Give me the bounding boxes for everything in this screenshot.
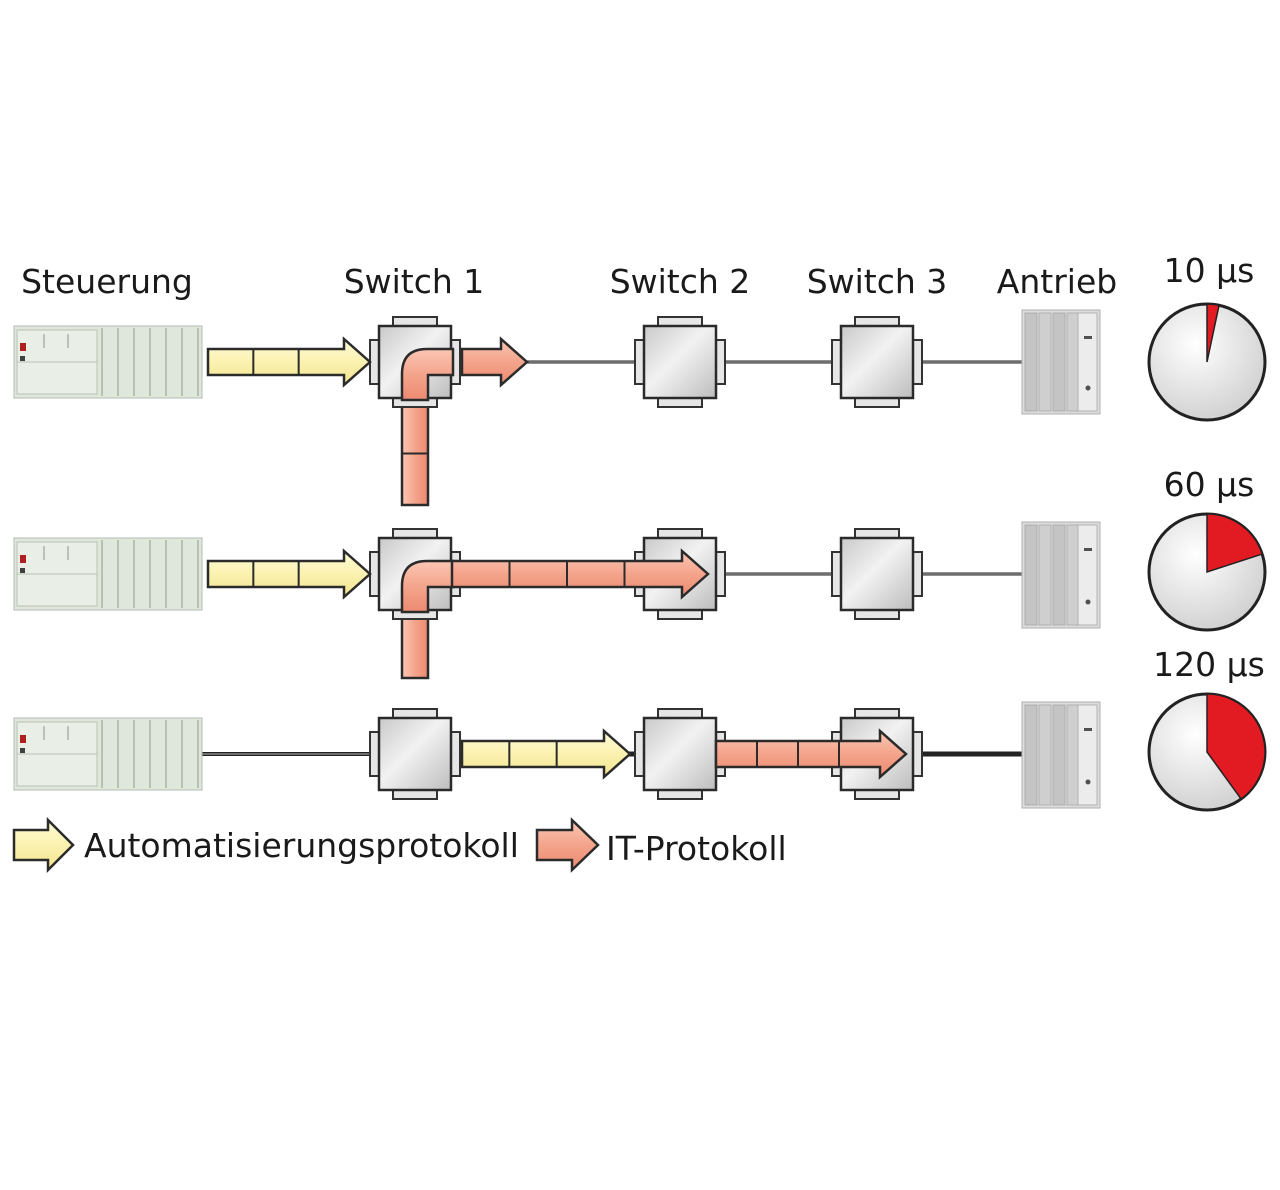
- timer-1: 10 µs: [1147, 251, 1267, 422]
- row1-switch2: [634, 316, 726, 408]
- row3-it-packet-body: [714, 728, 908, 780]
- timer-1-sector: [1206, 303, 1220, 363]
- row1-switch2-body: [642, 324, 718, 400]
- switch3-label: Switch 3: [807, 262, 948, 301]
- row1-switch3: [831, 316, 923, 408]
- row1-it-stack: [400, 400, 430, 507]
- row3-drive-panel: [1077, 704, 1098, 806]
- row2-drive-indicator-icon: [1084, 548, 1092, 551]
- switch1-label: Switch 1: [344, 262, 485, 301]
- row3-switch2: [634, 708, 726, 800]
- row3-automation-packet-body: [460, 728, 632, 780]
- row2-drive-module: [1038, 524, 1052, 626]
- row3-drive-module: [1052, 704, 1066, 806]
- row1-it-packet: [460, 336, 529, 388]
- row1-controller-led-icon: [20, 356, 25, 361]
- row3-controller: [13, 717, 203, 791]
- row2-drive-indicator-icon: [1085, 599, 1091, 605]
- row2-controller: [13, 537, 203, 611]
- row1-controller: [13, 325, 203, 399]
- timer-1-label: 10 µs: [1164, 251, 1255, 290]
- row3-controller-led-icon: [20, 735, 26, 743]
- row2-drive-module: [1024, 524, 1038, 626]
- timer-3: 120 µs: [1147, 645, 1267, 812]
- timer-2: 60 µs: [1147, 465, 1267, 632]
- row2-it-stack: [400, 612, 430, 680]
- row3-drive-indicator-icon: [1084, 728, 1092, 731]
- row2-it-packet: [450, 548, 710, 600]
- legend-it-label: IT-Protokoll: [606, 829, 787, 868]
- row1-drive-module: [1024, 312, 1038, 412]
- row2-automation-packet-body: [206, 548, 372, 600]
- row2-it-stack-body: [400, 612, 430, 680]
- row3-switch1-body: [377, 716, 453, 792]
- row3-switch1: [369, 708, 461, 800]
- row3-automation-packet: [460, 728, 632, 780]
- row3-switch2-body: [642, 716, 718, 792]
- switch2-label: Switch 2: [610, 262, 751, 301]
- timer-3-sector: [1206, 693, 1266, 800]
- timer-3-label: 120 µs: [1153, 645, 1265, 684]
- row3-it-packet: [714, 728, 908, 780]
- legend-automation-label: Automatisierungsprotokoll: [84, 826, 519, 865]
- row2-switch3-body: [839, 536, 915, 612]
- row3-drive: [1021, 701, 1101, 809]
- legend: Automatisierungsprotokoll IT-Protokoll: [12, 816, 787, 874]
- row2-controller-led-icon: [20, 568, 25, 573]
- row1-drive-module: [1052, 312, 1066, 412]
- row2-drive-module: [1066, 524, 1080, 626]
- row1-it-elbow: [400, 347, 455, 402]
- rows-layer: [13, 309, 1101, 809]
- timer-2-label: 60 µs: [1164, 465, 1255, 504]
- row1-drive-module: [1066, 312, 1080, 412]
- row3-drive-module: [1038, 704, 1052, 806]
- row3-drive-module: [1024, 704, 1038, 806]
- row1-drive-indicator-icon: [1085, 385, 1091, 391]
- row1-drive: [1021, 309, 1101, 415]
- row2-drive-module: [1052, 524, 1066, 626]
- drive-label: Antrieb: [997, 262, 1117, 301]
- row1-automation-packet-body: [206, 336, 372, 388]
- timer-2-sector: [1206, 513, 1264, 574]
- row2-automation-packet: [206, 548, 372, 600]
- legend-automation-arrow-icon: [12, 816, 75, 874]
- row1-drive-indicator-icon: [1084, 336, 1092, 339]
- controller-label: Steuerung: [21, 262, 193, 301]
- row2-switch3: [831, 528, 923, 620]
- row3-controller-led-icon: [20, 748, 25, 753]
- row1-controller-led-icon: [20, 343, 26, 351]
- row2-it-packet-body: [450, 548, 710, 600]
- legend-it-arrow-icon: [535, 817, 600, 873]
- row3-drive-module: [1066, 704, 1080, 806]
- row2-controller-led-icon: [20, 555, 26, 563]
- row1-drive-module: [1038, 312, 1052, 412]
- row3-drive-indicator-icon: [1085, 779, 1091, 785]
- row1-drive-panel: [1077, 312, 1098, 412]
- row1-it-packet-body: [460, 336, 529, 388]
- row1-switch3-body: [839, 324, 915, 400]
- row2-drive-panel: [1077, 524, 1098, 626]
- row2-drive: [1021, 521, 1101, 629]
- timers-layer: 10 µs 60 µs 120 µs: [1147, 251, 1267, 812]
- row1-automation-packet: [206, 336, 372, 388]
